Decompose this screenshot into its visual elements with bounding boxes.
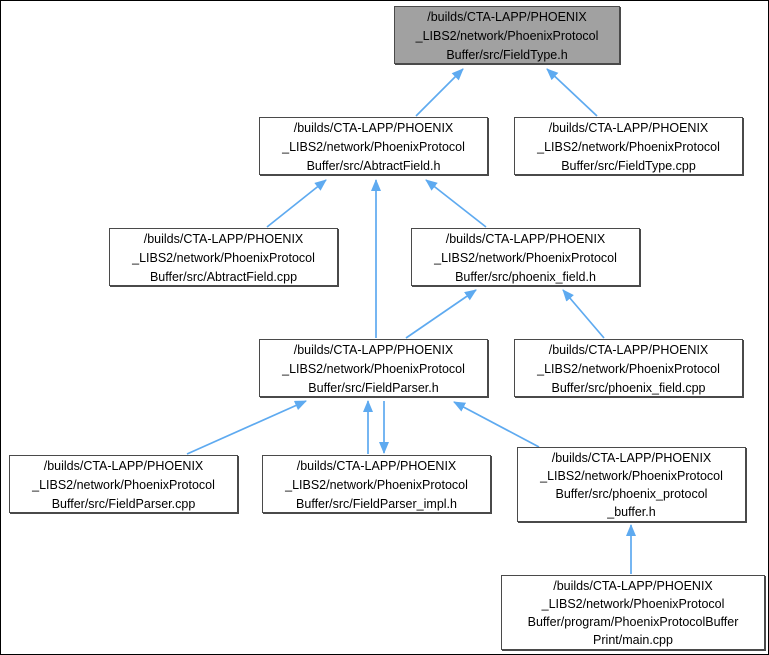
node-label-line: _LIBS2/network/PhoenixProtocol [434,251,617,265]
edge-fieldtype-cpp-to-fieldtype-h [546,68,598,117]
node-fieldparser-impl-h[interactable]: /builds/CTA-LAPP/PHOENIX _LIBS2/network/… [262,455,491,513]
node-label-line: /builds/CTA-LAPP/PHOENIX [551,451,712,465]
node-fieldtype-cpp[interactable]: /builds/CTA-LAPP/PHOENIX _LIBS2/network/… [514,117,743,175]
node-label-line: _LIBS2/network/PhoenixProtocol [540,469,723,483]
node-label-line: Buffer/src/FieldParser_impl.h [296,497,457,511]
edge-phoenixfield-cpp-to-phoenixfield-h [562,289,605,339]
node-label-line: /builds/CTA-LAPP/PHOENIX [296,459,457,473]
node-label-line: Buffer/program/PhoenixProtocolBuffer [527,615,739,629]
node-label-line: /builds/CTA-LAPP/PHOENIX [445,232,606,246]
node-abtractfield-h[interactable]: /builds/CTA-LAPP/PHOENIX _LIBS2/network/… [259,117,488,175]
node-label-line: /builds/CTA-LAPP/PHOENIX [293,343,454,357]
node-label-line: Buffer/src/phoenix_protocol [555,487,708,501]
node-label-line: _LIBS2/network/PhoenixProtocol [32,478,215,492]
node-label-line: /builds/CTA-LAPP/PHOENIX [143,232,304,246]
node-label-line: Buffer/src/FieldType.h [446,48,568,62]
node-label-line: _LIBS2/network/PhoenixProtocol [132,251,315,265]
edge-fieldparser-cpp-to-fieldparser-h [186,400,307,455]
node-label-line: Buffer/src/AbtractField.cpp [149,270,298,284]
node-phoenix-protocol-buffer-h[interactable]: /builds/CTA-LAPP/PHOENIX _LIBS2/network/… [517,447,746,522]
node-label-line: _LIBS2/network/PhoenixProtocol [282,140,465,154]
node-label-line: /builds/CTA-LAPP/PHOENIX [548,121,709,135]
node-label-line: /builds/CTA-LAPP/PHOENIX [553,579,713,593]
node-label-line: Buffer/src/phoenix_field.cpp [551,381,706,395]
node-label-line: _LIBS2/network/PhoenixProtocol [285,478,468,492]
node-label-line: Buffer/src/AbtractField.h [306,159,441,173]
node-abtractfield-cpp[interactable]: /builds/CTA-LAPP/PHOENIX _LIBS2/network/… [109,228,338,286]
node-fieldtype-h[interactable]: /builds/CTA-LAPP/PHOENIX _LIBS2/network/… [394,6,620,64]
node-phoenixfield-cpp[interactable]: /builds/CTA-LAPP/PHOENIX _LIBS2/network/… [514,339,743,397]
node-label-line: /builds/CTA-LAPP/PHOENIX [548,343,709,357]
edge-fieldparser-h-to-phoenixfield-h [405,289,477,339]
node-label-line: Print/main.cpp [593,633,673,647]
node-label-line: Buffer/src/phoenix_field.h [455,270,596,284]
edge-abtractfield-h-to-fieldtype-h [415,68,464,117]
node-label-line: _LIBS2/network/PhoenixProtocol [415,29,599,43]
edge-phoenixfield-h-to-abtractfield-h [425,179,487,228]
node-main-cpp[interactable]: /builds/CTA-LAPP/PHOENIX _LIBS2/network/… [501,575,765,650]
node-label-line: /builds/CTA-LAPP/PHOENIX [293,121,454,135]
node-label-line: _LIBS2/network/PhoenixProtocol [282,362,465,376]
node-label-line: Buffer/src/FieldParser.cpp [51,497,196,511]
node-fieldparser-cpp[interactable]: /builds/CTA-LAPP/PHOENIX _LIBS2/network/… [9,455,238,513]
edge-phoenixprotocolbuffer-h-to-fieldparser-h [453,401,540,448]
node-label-line: _LIBS2/network/PhoenixProtocol [537,140,720,154]
node-label-line: _LIBS2/network/PhoenixProtocol [541,597,725,611]
node-label-line: Buffer/src/FieldType.cpp [561,159,696,173]
node-label-line: /builds/CTA-LAPP/PHOENIX [43,459,204,473]
node-label-line: /builds/CTA-LAPP/PHOENIX [427,10,587,24]
edge-abtractfield-cpp-to-abtractfield-h [266,179,327,228]
node-label-line: _LIBS2/network/PhoenixProtocol [537,362,720,376]
node-label-line: Buffer/src/FieldParser.h [308,381,439,395]
node-label-line: _buffer.h [607,505,656,519]
node-phoenixfield-h[interactable]: /builds/CTA-LAPP/PHOENIX _LIBS2/network/… [411,228,640,286]
node-fieldparser-h[interactable]: /builds/CTA-LAPP/PHOENIX _LIBS2/network/… [259,339,488,397]
